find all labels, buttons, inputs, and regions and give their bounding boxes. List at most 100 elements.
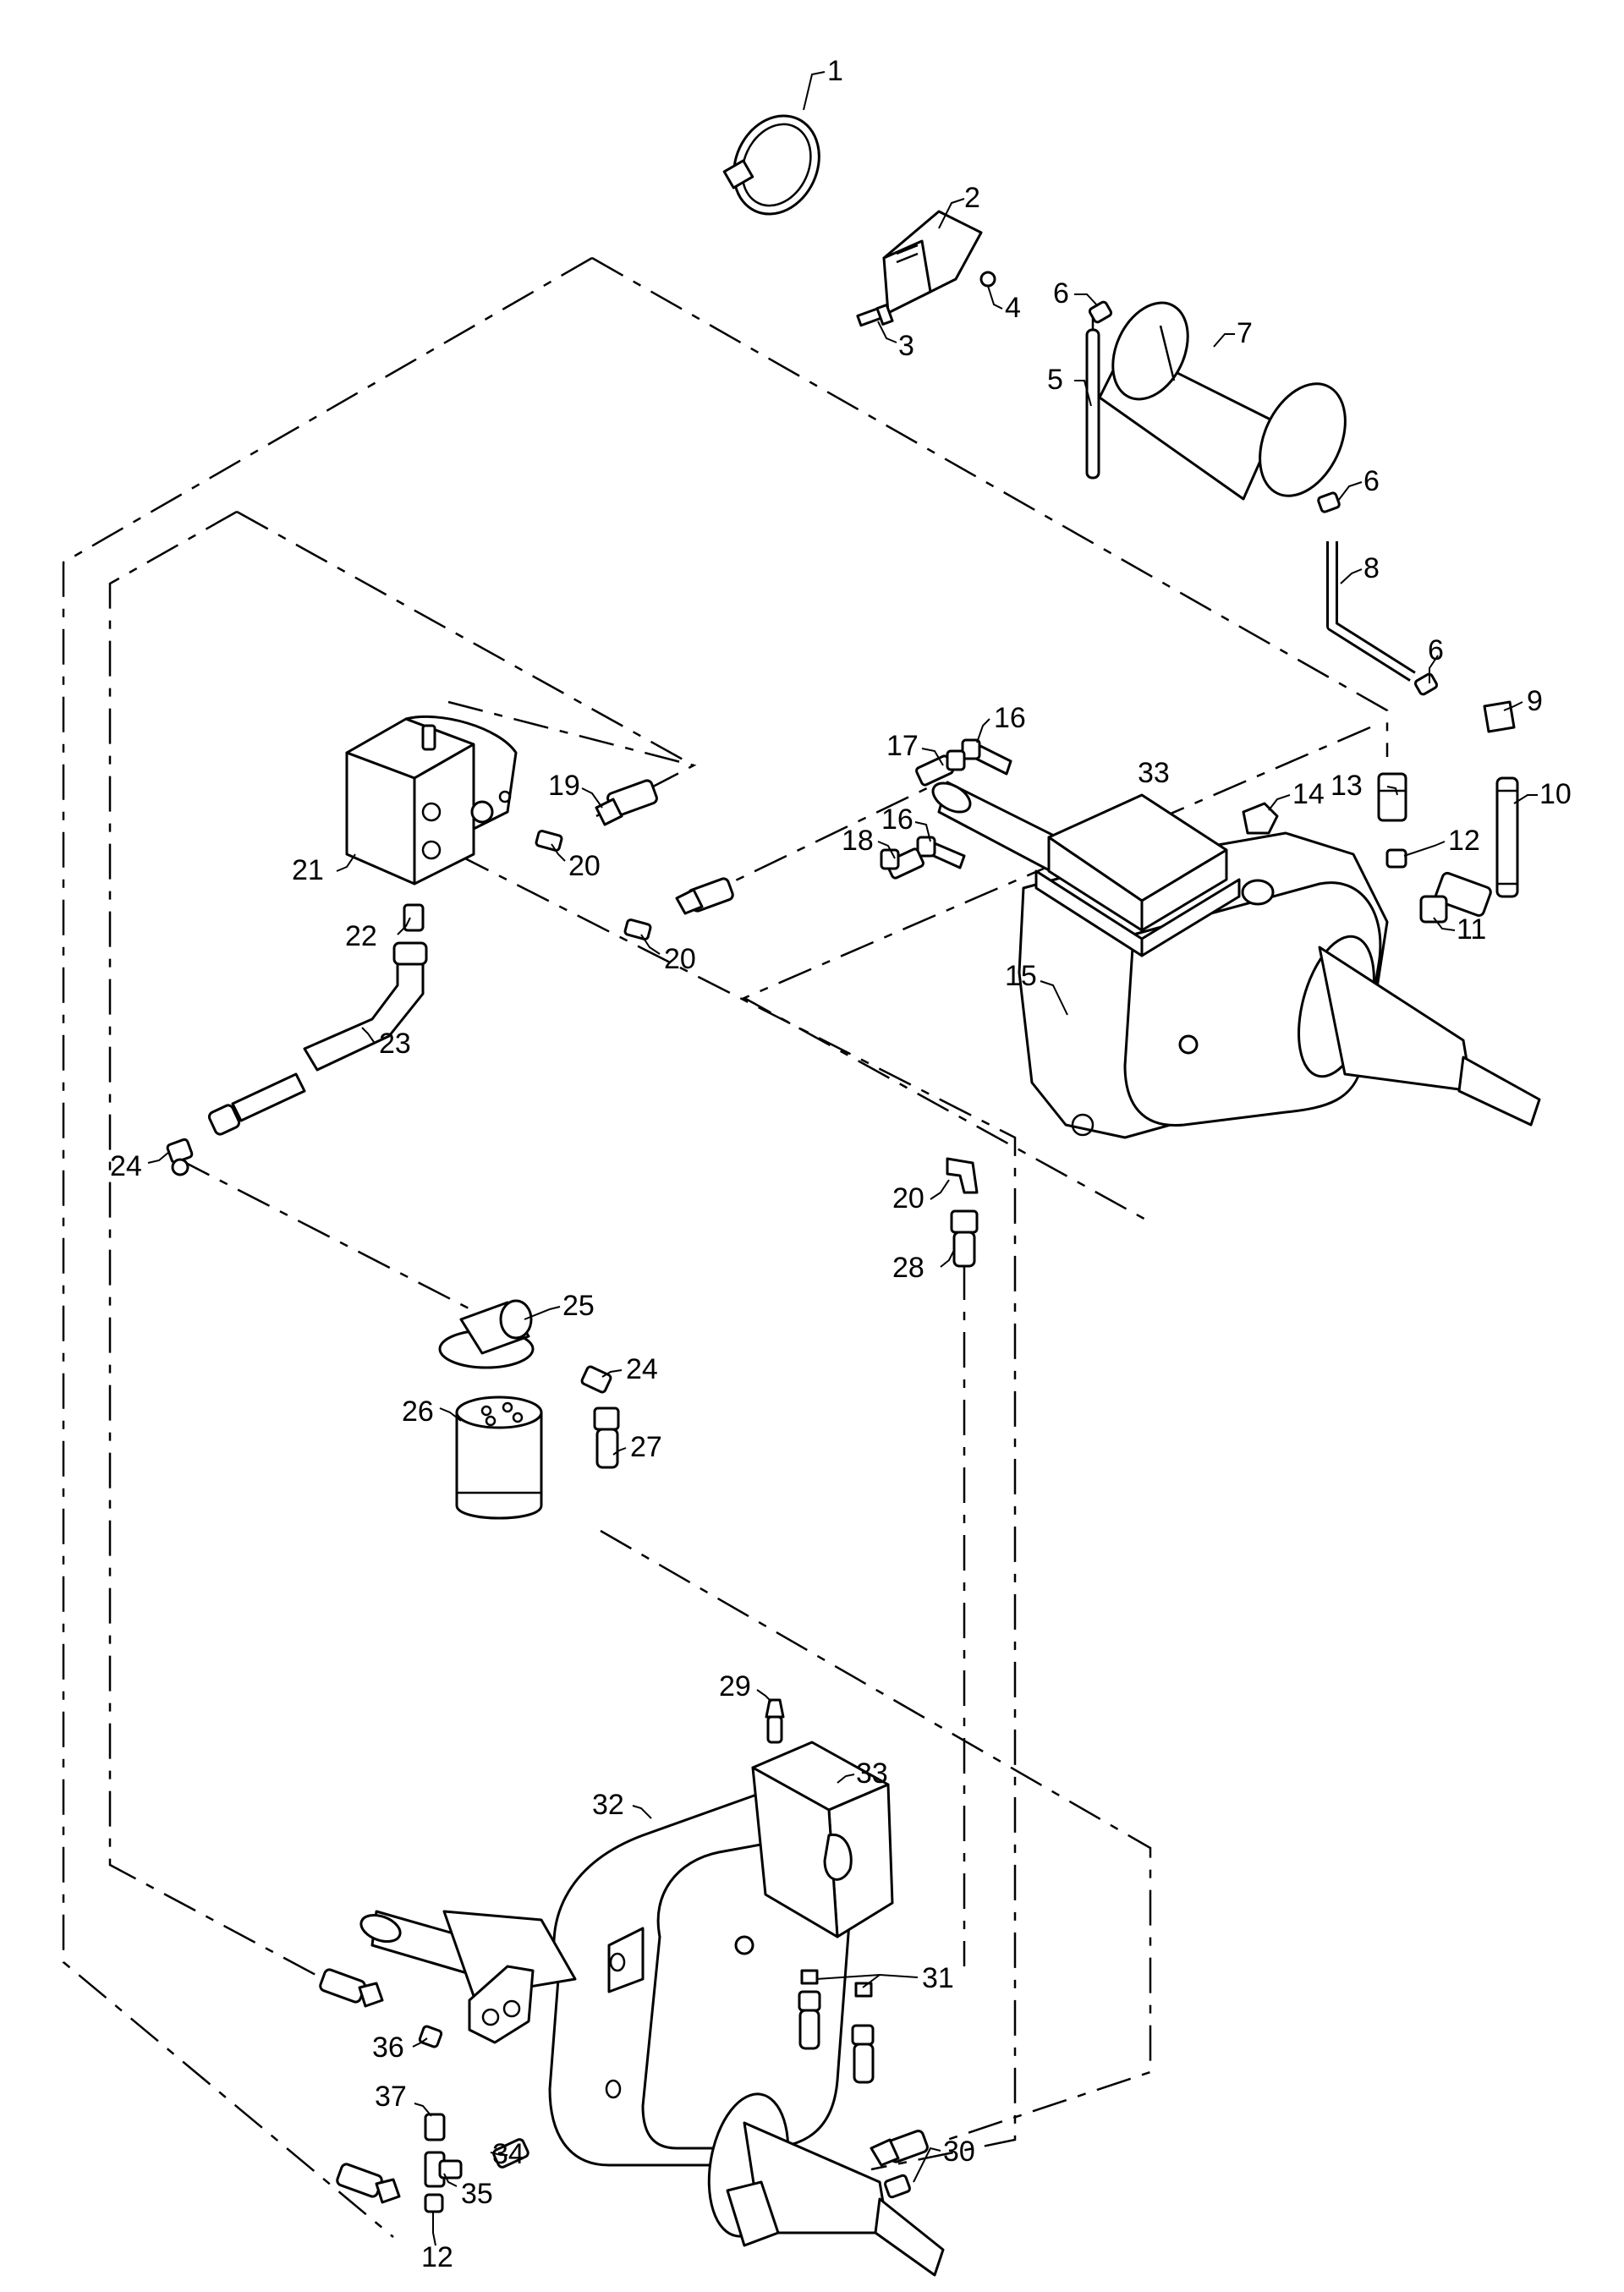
callout-19: 19 (548, 770, 580, 802)
tee-fitting-11 (1419, 871, 1492, 924)
callout-33-bottom: 33 (856, 1757, 888, 1790)
callout-26: 26 (402, 1395, 434, 1428)
elbow-fitting-37 (424, 2113, 446, 2141)
callout-12-bottom: 12 (421, 2241, 453, 2273)
nipple-34 (492, 2138, 529, 2169)
fitting-19 (595, 779, 658, 826)
elbow-fitting-24-left (166, 1138, 194, 1176)
callout-16-top: 16 (994, 702, 1026, 734)
callout-7: 7 (1237, 317, 1253, 349)
elbow-fitting-20-lower (946, 1157, 979, 1194)
bracket-nut (979, 271, 996, 288)
callout-33-top: 33 (1138, 757, 1170, 789)
valve-to-fitting-19 (447, 700, 697, 818)
callout-6-bottom: 6 (1428, 634, 1444, 666)
inner-loop-top (236, 510, 694, 767)
callout-17: 17 (886, 730, 919, 762)
callout-20-top: 20 (568, 850, 601, 882)
callout-35: 35 (461, 2178, 493, 2210)
lower-yoke-left (468, 1965, 535, 2044)
tube-5 (1085, 304, 1100, 480)
callout-29: 29 (719, 1670, 751, 1703)
elbow-fitting-12-top (1385, 848, 1407, 869)
callout-37: 37 (375, 2081, 407, 2113)
callout-leaders (147, 71, 1538, 2246)
callout-22: 22 (345, 920, 377, 952)
callout-8: 8 (1363, 552, 1380, 584)
oil-filter-26 (455, 1395, 543, 1520)
callout-32: 32 (592, 1789, 624, 1821)
pipe-nipple-10 (1495, 776, 1519, 898)
callout-13: 13 (1330, 770, 1363, 802)
drain-plug-14 (1241, 802, 1279, 906)
hose-clamp (722, 114, 820, 216)
fitting-27 (593, 1406, 620, 1469)
elbow-fitting-6-bottom (1413, 672, 1439, 696)
callout-20-mid: 20 (664, 943, 696, 975)
callout-27: 27 (630, 1431, 662, 1463)
hose-end-left-upper (319, 1968, 384, 2008)
fitting-31-left (798, 1969, 821, 2050)
callout-20-lower: 20 (892, 1182, 924, 1215)
callout-9: 9 (1527, 685, 1543, 717)
mounting-bracket (882, 210, 983, 315)
fitting-17 (915, 749, 966, 787)
fitting-30 (870, 2130, 929, 2167)
fitting-28 (950, 1209, 979, 1268)
elbow-fitting-16-mid (916, 836, 966, 869)
filter-to-hose-24 (177, 1157, 475, 1313)
callout-15: 15 (1005, 960, 1037, 992)
elbow-fitting-24-right (580, 1365, 612, 1394)
callout-23: 23 (379, 1028, 411, 1060)
elbow-fitting-20-top (535, 830, 563, 852)
callout-3: 3 (898, 330, 914, 362)
callout-11: 11 (1457, 913, 1486, 946)
tee-fitting-35 (424, 2151, 463, 2188)
callout-16-mid: 16 (881, 803, 914, 836)
hose-end-20-mid (675, 877, 734, 915)
fitting-18 (880, 847, 924, 880)
callout-12-top: 12 (1448, 825, 1480, 857)
inner-loop-route (108, 510, 356, 1998)
breather-29 (765, 1698, 785, 1744)
adapter-13 (1377, 772, 1407, 822)
fitting-30-elbow (883, 2174, 912, 2199)
callout-2: 2 (964, 182, 980, 214)
callout-1: 1 (827, 55, 843, 87)
filter-to-transmission-lower (600, 1529, 1152, 2141)
callout-24-right: 24 (626, 1353, 658, 1385)
elbow-fitting-36 (418, 2025, 443, 2048)
callout-14: 14 (1292, 778, 1325, 810)
upper-pump-cover (1034, 793, 1241, 957)
fitting-17-route (693, 785, 931, 902)
lower-pump-cover (751, 1741, 894, 1938)
elbow-fitting-16-top (961, 738, 1012, 776)
outer-loop-top (591, 256, 1389, 757)
elbow-fitting-12-bottom (424, 2193, 444, 2213)
callout-18: 18 (842, 825, 874, 857)
tube-8 (1326, 541, 1416, 682)
fitting-31-right (851, 1982, 875, 2084)
callout-6-top: 6 (1053, 277, 1069, 310)
outer-loop-route (62, 256, 593, 2238)
callout-31: 31 (922, 1962, 954, 1994)
callout-labels: 1 2 3 4 5 6 7 6 8 6 9 10 12 11 13 14 15 … (110, 55, 1572, 2273)
lower-output-shaft (707, 2092, 945, 2277)
callout-21: 21 (292, 854, 324, 886)
callout-30: 30 (943, 2136, 975, 2168)
bracket-bolt (856, 304, 894, 327)
callout-10: 10 (1539, 778, 1572, 810)
upper-output-shaft (1298, 935, 1541, 1127)
dashed-routing-lines (62, 256, 1389, 2238)
filter-head-25 (438, 1299, 535, 1369)
callout-6-mid: 6 (1363, 465, 1380, 497)
cap-9 (1483, 700, 1516, 733)
valve-block (345, 715, 518, 886)
hose-end-left-lower (336, 2163, 401, 2204)
hose-23 (207, 941, 428, 1136)
callout-36: 36 (372, 2032, 404, 2064)
callout-5: 5 (1047, 364, 1063, 396)
oil-cooler (1098, 301, 1347, 501)
elbow-fitting-20-mid (623, 918, 652, 940)
